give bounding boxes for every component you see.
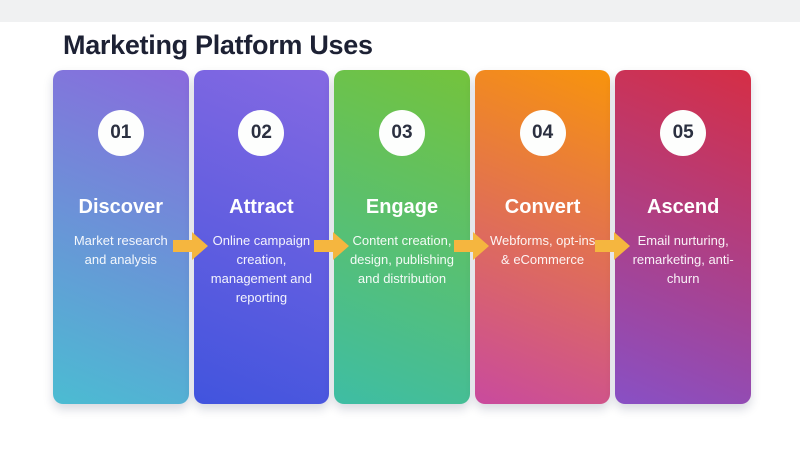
step-number: 01 [110, 122, 132, 143]
step-title: Discover [78, 196, 164, 218]
step-title: Ascend [647, 196, 720, 218]
step-number-badge: 02 [238, 110, 285, 156]
step-title: Convert [504, 196, 581, 218]
step-description: Content creation, design, publishing and… [349, 233, 455, 286]
step-card-discover: 01 Discover Market research and analysis [53, 70, 189, 404]
step-number: 03 [391, 122, 413, 143]
step-title: Attract [229, 196, 294, 218]
page-title: Marketing Platform Uses [63, 30, 373, 61]
step-number-badge: 03 [378, 110, 425, 156]
step-card-ascend: 05 Ascend Email nurturing, remarketing, … [615, 70, 751, 404]
step-description: Webforms, opt-ins & eCommerce [489, 233, 596, 267]
process-steps-row: 01 Discover Market research and analysis… [53, 70, 751, 404]
arrow-right-icon [594, 232, 630, 260]
step-number: 02 [250, 122, 272, 143]
step-number-badge: 04 [519, 110, 566, 156]
step-number: 05 [672, 122, 694, 143]
step-title: Engage [365, 196, 439, 218]
arrow-right-icon [313, 232, 349, 260]
top-strip [0, 0, 800, 22]
arrow-right-icon [173, 232, 209, 260]
step-number-badge: 05 [660, 110, 707, 156]
arrow-right-icon [454, 232, 490, 260]
step-card-convert: 04 Convert Webforms, opt-ins & eCommerce [474, 70, 611, 404]
step-description: Online campaign creation, management and… [210, 233, 312, 305]
step-number-badge: 01 [97, 110, 144, 156]
step-number: 04 [532, 122, 554, 143]
step-description: Email nurturing, remarketing, anti-churn [632, 233, 734, 286]
step-description: Market research and analysis [73, 233, 168, 267]
step-card-engage: 03 Engage Content creation, design, publ… [334, 70, 470, 404]
step-card-attract: 02 Attract Online campaign creation, man… [193, 70, 330, 404]
